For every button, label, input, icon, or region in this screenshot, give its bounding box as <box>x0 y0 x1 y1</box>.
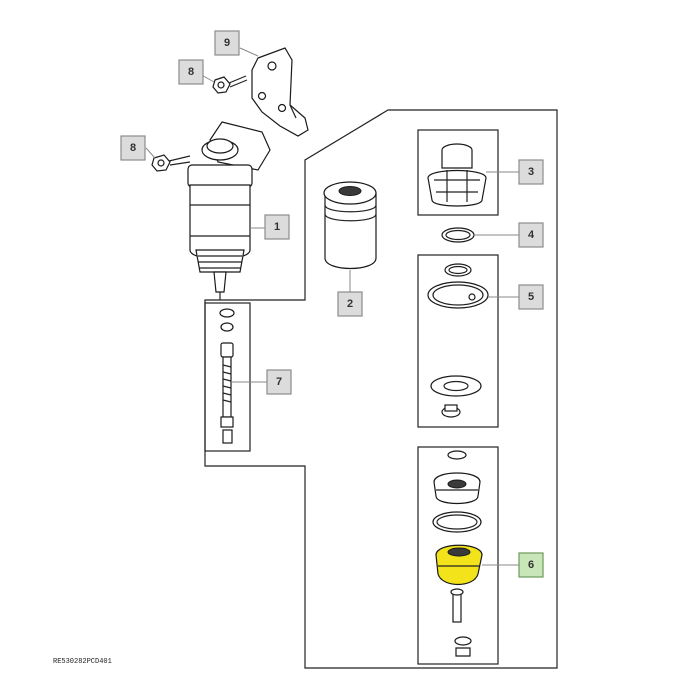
callout-8-mid-label: 8 <box>130 142 136 154</box>
callout-8-mid: 8 <box>120 135 146 161</box>
leader-lines <box>145 47 519 566</box>
reference-code: RE530282PCD401 <box>53 658 112 666</box>
assembly-boundary <box>204 109 558 669</box>
callout-3: 3 <box>518 159 544 185</box>
callout-7: 7 <box>266 369 292 395</box>
callout-2: 2 <box>337 291 363 317</box>
callout-4: 4 <box>518 222 544 248</box>
bowl-cap <box>427 143 487 207</box>
callout-6: 6 <box>518 552 544 578</box>
o-ring-4 <box>441 227 475 243</box>
callout-4-label: 4 <box>528 229 535 241</box>
callout-7-label: 7 <box>276 376 282 388</box>
callout-8-top: 8 <box>178 59 204 85</box>
mounting-bracket <box>251 47 309 137</box>
callout-5: 5 <box>518 284 544 310</box>
bowl-highlighted <box>435 544 483 586</box>
group-box-5 <box>417 254 499 428</box>
group-box-7 <box>204 302 251 452</box>
callout-8-top-label: 8 <box>188 66 194 78</box>
callout-2-label: 2 <box>347 298 353 310</box>
drain-kit <box>219 308 235 444</box>
callout-3-label: 3 <box>528 166 534 178</box>
callout-1-label: 1 <box>274 221 280 233</box>
bolt-top <box>212 75 248 94</box>
filter-assembly <box>151 121 271 300</box>
callout-6-label: 6 <box>528 559 534 571</box>
callout-9-label: 9 <box>224 37 230 49</box>
callout-9: 9 <box>214 30 240 56</box>
filter-element <box>323 181 377 269</box>
group-box-6 <box>417 446 499 665</box>
bowl-kit <box>432 450 483 657</box>
callout-5-label: 5 <box>528 291 534 303</box>
seal-kit <box>427 263 489 418</box>
callout-1: 1 <box>264 214 290 240</box>
